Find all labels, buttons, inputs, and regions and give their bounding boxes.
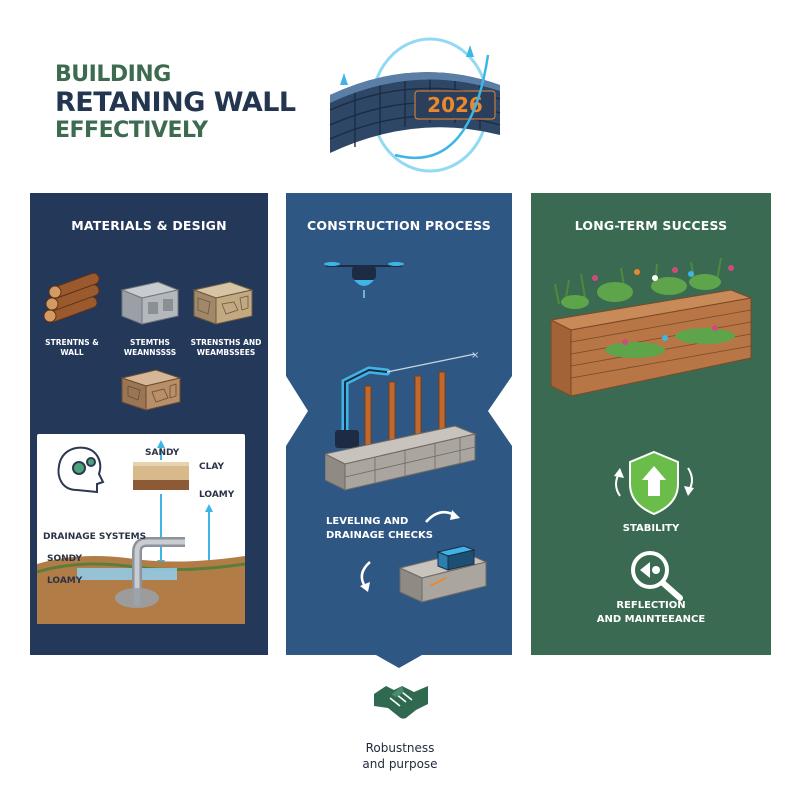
construction-robot-arm-illustration: × [325, 350, 479, 491]
soil-label-sandy-top: SANDY [145, 448, 180, 458]
cycle-arrow-top-icon [425, 510, 460, 523]
soil-label-loamy-bottom: LOAMY [47, 576, 83, 586]
timber-logs-icon [43, 272, 100, 323]
level-brick-block-illustration [398, 545, 488, 603]
leveling-drainage-label: LEVELING AND DRAINAGE CHECKS [326, 516, 433, 541]
soil-label-sandy-bottom: SONDY [47, 554, 82, 564]
svg-text:×: × [471, 350, 479, 361]
year-badge: 2026 [427, 93, 483, 117]
cycle-arrow-bottom-icon [360, 561, 371, 592]
panel-title-materials: MATERIALS & DESIGN [71, 218, 227, 233]
material-label-concrete: STEMTHS WEANNSSSS [123, 338, 177, 358]
hero-curved-wall-illustration: 2026 [329, 37, 501, 173]
title-line-1: BUILDING [55, 62, 171, 87]
rubble-stone-icon [120, 369, 182, 411]
material-label-stone: STRENSTHS AND WEAMBSSEES [190, 338, 262, 358]
panel-title-construction: CONSTRUCTION PROCESS [307, 218, 491, 233]
title-line-3: EFFECTIVELY [55, 118, 208, 144]
drone-icon [324, 262, 404, 298]
concrete-block-icon [120, 281, 180, 325]
magnifier-inspection-icon [631, 551, 683, 601]
shield-stability-icon [614, 450, 694, 516]
title-line-2: RETANING WALL [55, 87, 296, 119]
soil-label-loamy-top: LOAMY [199, 490, 235, 500]
reflection-maintenance-label: REFLECTION AND MAINTEEANCE [596, 600, 706, 625]
page-title: BUILDING RETANING WALL EFFECTIVELY [55, 62, 296, 144]
handshake-icon [374, 686, 428, 719]
stability-label: STABILITY [622, 523, 680, 534]
material-label-timber: STRENTNS & WALL [45, 338, 99, 358]
drainage-systems-label: DRAINAGE SYSTEMS [43, 532, 147, 542]
soil-drainage-inset: SANDY CLAY LOAMY DRAINAGE SYSTEMS SONDY … [37, 434, 245, 624]
footer-tagline: Robustness and purpose [362, 741, 438, 772]
soil-label-clay: CLAY [199, 462, 224, 472]
stone-block-icon [192, 281, 254, 325]
head-gears-icon [57, 446, 105, 494]
garden-retaining-wall-illustration [549, 258, 753, 397]
panel-title-long-term: LONG-TERM SUCCESS [574, 218, 728, 233]
